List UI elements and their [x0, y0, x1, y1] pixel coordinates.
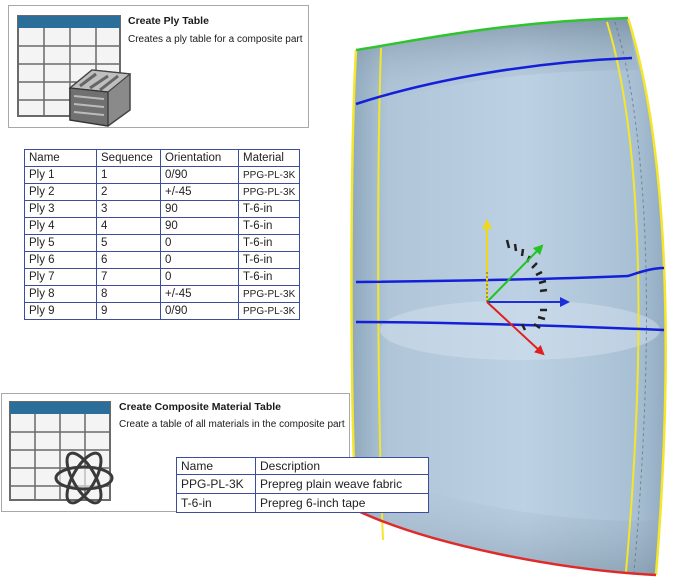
- ply-sequence-cell: 9: [96, 302, 161, 320]
- ply-tooltip-description: Creates a ply table for a composite part: [128, 34, 303, 45]
- ply-material-cell: T-6-in: [237, 217, 301, 235]
- material-table: Name Description PPG-PL-3K Prepreg plain…: [176, 457, 429, 513]
- header-description: Description: [255, 457, 429, 475]
- part-right-edge: [626, 17, 667, 576]
- ply-sequence-cell: 8: [96, 285, 161, 303]
- header-sequence: Sequence: [96, 149, 161, 167]
- table-row: PPG-PL-3K Prepreg plain weave fabric: [176, 474, 429, 494]
- ply-name-cell: Ply 7: [24, 268, 97, 286]
- ply-orientation-cell: 0/90: [160, 302, 239, 320]
- ply-boundary-middle: [355, 266, 665, 284]
- material-table-header-row: Name Description: [176, 457, 429, 475]
- table-row: Ply 2 2 +/-45 PPG-PL-3K: [24, 183, 301, 201]
- ply-sequence-cell: 2: [96, 183, 161, 201]
- ply-material-cell: PPG-PL-3K: [237, 166, 301, 184]
- header-orientation: Orientation: [160, 149, 239, 167]
- ply-orientation-cell: 90: [160, 200, 239, 218]
- create-material-table-tooltip: Create Composite Material Table Create a…: [1, 393, 350, 512]
- table-row: Ply 1 1 0/90 PPG-PL-3K: [24, 166, 301, 184]
- ply-sequence-cell: 6: [96, 251, 161, 269]
- table-row: T-6-in Prepreg 6-inch tape: [176, 493, 429, 513]
- ply-table: Name Sequence Orientation Material Ply 1…: [24, 149, 301, 320]
- table-row: Ply 7 7 0 T-6-in: [24, 268, 301, 286]
- ply-material-cell: T-6-in: [237, 251, 301, 269]
- table-row: Ply 6 6 0 T-6-in: [24, 251, 301, 269]
- ply-orientation-cell: +/-45: [160, 285, 239, 303]
- ply-orientation-cell: 0/90: [160, 166, 239, 184]
- ply-name-cell: Ply 4: [24, 217, 97, 235]
- ply-sequence-cell: 4: [96, 217, 161, 235]
- table-row: Ply 9 9 0/90 PPG-PL-3K: [24, 302, 301, 320]
- ply-material-cell: PPG-PL-3K: [237, 285, 301, 303]
- material-tooltip-description: Create a table of all materials in the c…: [119, 419, 345, 430]
- ply-material-cell: T-6-in: [237, 234, 301, 252]
- ply-name-cell: Ply 1: [24, 166, 97, 184]
- create-ply-table-tooltip: Create Ply Table Creates a ply table for…: [8, 5, 309, 128]
- ply-name-cell: Ply 8: [24, 285, 97, 303]
- ply-name-cell: Ply 5: [24, 234, 97, 252]
- ply-orientation-cell: 0: [160, 251, 239, 269]
- ply-tooltip-title: Create Ply Table: [128, 15, 209, 27]
- ply-material-cell: T-6-in: [237, 268, 301, 286]
- table-row: Ply 4 4 90 T-6-in: [24, 217, 301, 235]
- material-name-cell: PPG-PL-3K: [176, 474, 256, 494]
- material-description-cell: Prepreg 6-inch tape: [255, 493, 429, 513]
- material-table-icon: [9, 401, 114, 505]
- ply-sequence-cell: 5: [96, 234, 161, 252]
- ply-orientation-cell: 0: [160, 268, 239, 286]
- header-name: Name: [24, 149, 97, 167]
- ply-boundary-lower: [355, 320, 665, 332]
- part-bottom-edge: [355, 508, 657, 577]
- ply-sequence-cell: 1: [96, 166, 161, 184]
- ply-sequence-cell: 7: [96, 268, 161, 286]
- ply-material-cell: T-6-in: [237, 200, 301, 218]
- ply-boundary-top: [355, 56, 633, 106]
- ply-orientation-cell: 90: [160, 217, 239, 235]
- header-material: Material: [237, 149, 301, 167]
- ply-table-header-row: Name Sequence Orientation Material: [24, 149, 301, 167]
- ply-name-cell: Ply 3: [24, 200, 97, 218]
- ply-orientation-triad[interactable]: [482, 219, 570, 356]
- ply-table-icon: [17, 15, 132, 127]
- ply-material-cell: PPG-PL-3K: [237, 183, 301, 201]
- table-row: Ply 8 8 +/-45 PPG-PL-3K: [24, 285, 301, 303]
- table-row: Ply 5 5 0 T-6-in: [24, 234, 301, 252]
- part-surface[interactable]: [351, 18, 666, 575]
- header-material-name: Name: [176, 457, 256, 475]
- ply-sequence-cell: 3: [96, 200, 161, 218]
- table-row: Ply 3 3 90 T-6-in: [24, 200, 301, 218]
- material-name-cell: T-6-in: [176, 493, 256, 513]
- ply-material-cell: PPG-PL-3K: [237, 302, 301, 320]
- ply-name-cell: Ply 9: [24, 302, 97, 320]
- ply-orientation-cell: 0: [160, 234, 239, 252]
- part-inner-seam-right: [606, 21, 640, 573]
- material-description-cell: Prepreg plain weave fabric: [255, 474, 429, 494]
- ply-name-cell: Ply 2: [24, 183, 97, 201]
- part-top-edge: [355, 16, 629, 52]
- ply-orientation-cell: +/-45: [160, 183, 239, 201]
- ply-name-cell: Ply 6: [24, 251, 97, 269]
- material-tooltip-title: Create Composite Material Table: [119, 401, 282, 413]
